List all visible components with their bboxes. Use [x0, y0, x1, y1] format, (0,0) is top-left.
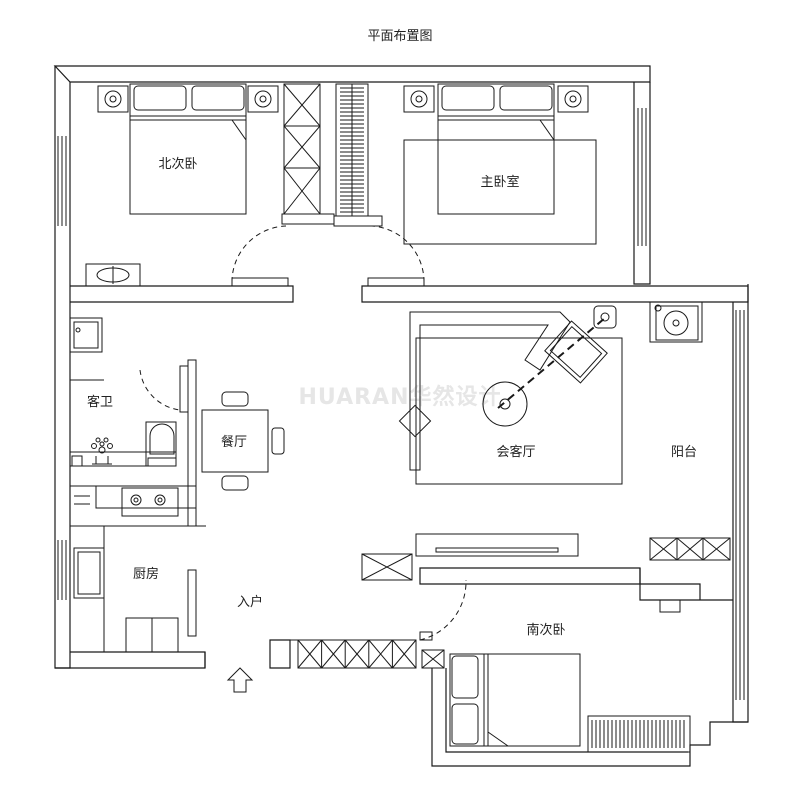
- entry-arrow-icon: [226, 667, 254, 693]
- watermark: HUARAN华然设计: [298, 384, 501, 410]
- room-label-north-bedroom: 北次卧: [158, 156, 197, 172]
- living-room: [398, 305, 623, 485]
- stove-icon: [121, 487, 179, 517]
- north-bedroom: [85, 83, 335, 287]
- master-bedroom: [333, 83, 597, 245]
- room-label-south-bedroom: 南次卧: [526, 622, 565, 638]
- guest-bath: [69, 317, 189, 467]
- plan-title: 平面布置图: [367, 29, 432, 44]
- kitchen: [69, 485, 197, 653]
- hallway-partitions: [196, 525, 298, 669]
- tv-cabinet: [361, 533, 579, 581]
- room-label-guest-bath: 客卫: [87, 394, 113, 410]
- windows: [57, 108, 745, 700]
- plant-icon: [91, 437, 113, 465]
- south-bedroom: [297, 579, 581, 747]
- bedroom-doors: [231, 225, 425, 287]
- balcony: [587, 301, 731, 753]
- room-label-kitchen: 厨房: [133, 566, 159, 582]
- room-label-dining: 餐厅: [221, 434, 247, 450]
- room-label-entrance: 入户: [237, 594, 263, 610]
- room-label-master-bedroom: 主卧室: [480, 174, 519, 190]
- washing-machine-icon: [663, 310, 689, 336]
- outer-walls: [53, 65, 749, 767]
- room-label-living-room: 会客厅: [496, 444, 535, 460]
- room-label-balcony: 阳台: [671, 445, 697, 460]
